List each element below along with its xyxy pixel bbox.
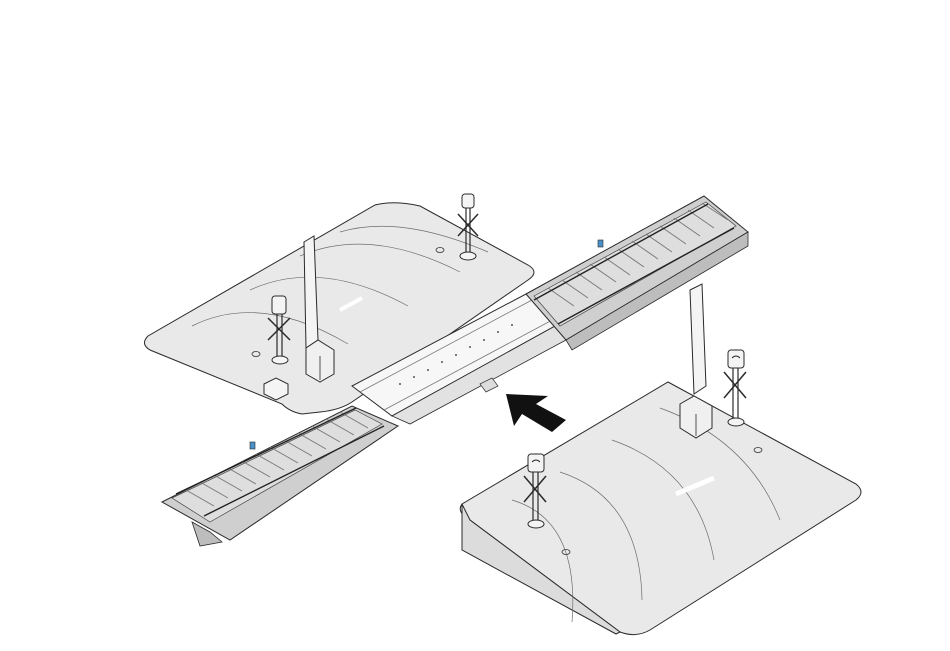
track-marker-right bbox=[598, 240, 603, 247]
track-left bbox=[162, 406, 398, 546]
front-platform-top bbox=[460, 382, 861, 635]
barrier-front bbox=[680, 284, 712, 438]
track-marker-left bbox=[250, 442, 255, 449]
front-platform bbox=[460, 382, 861, 635]
track-right bbox=[526, 196, 748, 350]
direction-arrow-icon bbox=[506, 394, 566, 432]
